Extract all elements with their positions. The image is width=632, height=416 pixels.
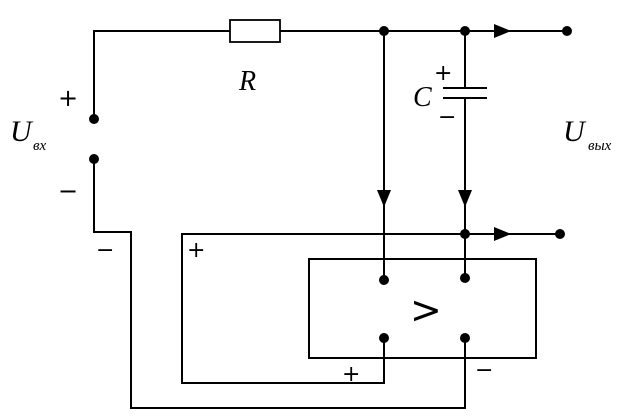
comparator-pin-bottom-right <box>460 333 470 343</box>
junction-middle <box>460 229 470 239</box>
output-voltage-label: U <box>563 115 587 148</box>
comparator-pin-bottom-left <box>379 333 389 343</box>
comparator-plus-sign: + <box>342 362 360 387</box>
resistor-label: R <box>238 66 256 97</box>
output-middle-arrow <box>494 227 511 241</box>
input-minus-loop-sign: − <box>96 238 114 263</box>
input-plus-sign: + <box>58 84 78 112</box>
input-terminal-top <box>89 114 99 124</box>
comparator-box <box>308 258 537 359</box>
branch-arrow-left <box>377 190 391 207</box>
comparator-pin-top-right <box>460 273 470 283</box>
input-minus-wire <box>93 159 466 409</box>
comparator-symbol: > <box>410 288 442 332</box>
junction-top-left <box>379 26 389 36</box>
input-top-wire <box>93 30 230 119</box>
output-terminal-top <box>562 26 572 36</box>
output-terminal-middle <box>555 229 565 239</box>
capacitor-minus-sign: − <box>438 105 456 130</box>
plus-loop-sign: + <box>187 238 205 263</box>
output-voltage-subscript: вых <box>588 138 612 154</box>
input-voltage-label: U <box>10 115 34 148</box>
comparator-pin-top-left <box>379 275 389 285</box>
input-voltage-subscript: вх <box>33 138 47 154</box>
capacitor-plus-sign: + <box>434 61 452 86</box>
input-terminal-bottom <box>89 154 99 164</box>
plus-loop-wire <box>181 233 465 384</box>
output-top-arrow <box>494 24 511 38</box>
capacitor-label: C <box>413 82 432 113</box>
input-minus-sign: − <box>58 177 78 205</box>
resistor <box>229 19 281 43</box>
comparator-minus-sign: − <box>475 358 493 383</box>
capacitor-arrow <box>458 190 472 207</box>
junction-top-right <box>460 26 470 36</box>
